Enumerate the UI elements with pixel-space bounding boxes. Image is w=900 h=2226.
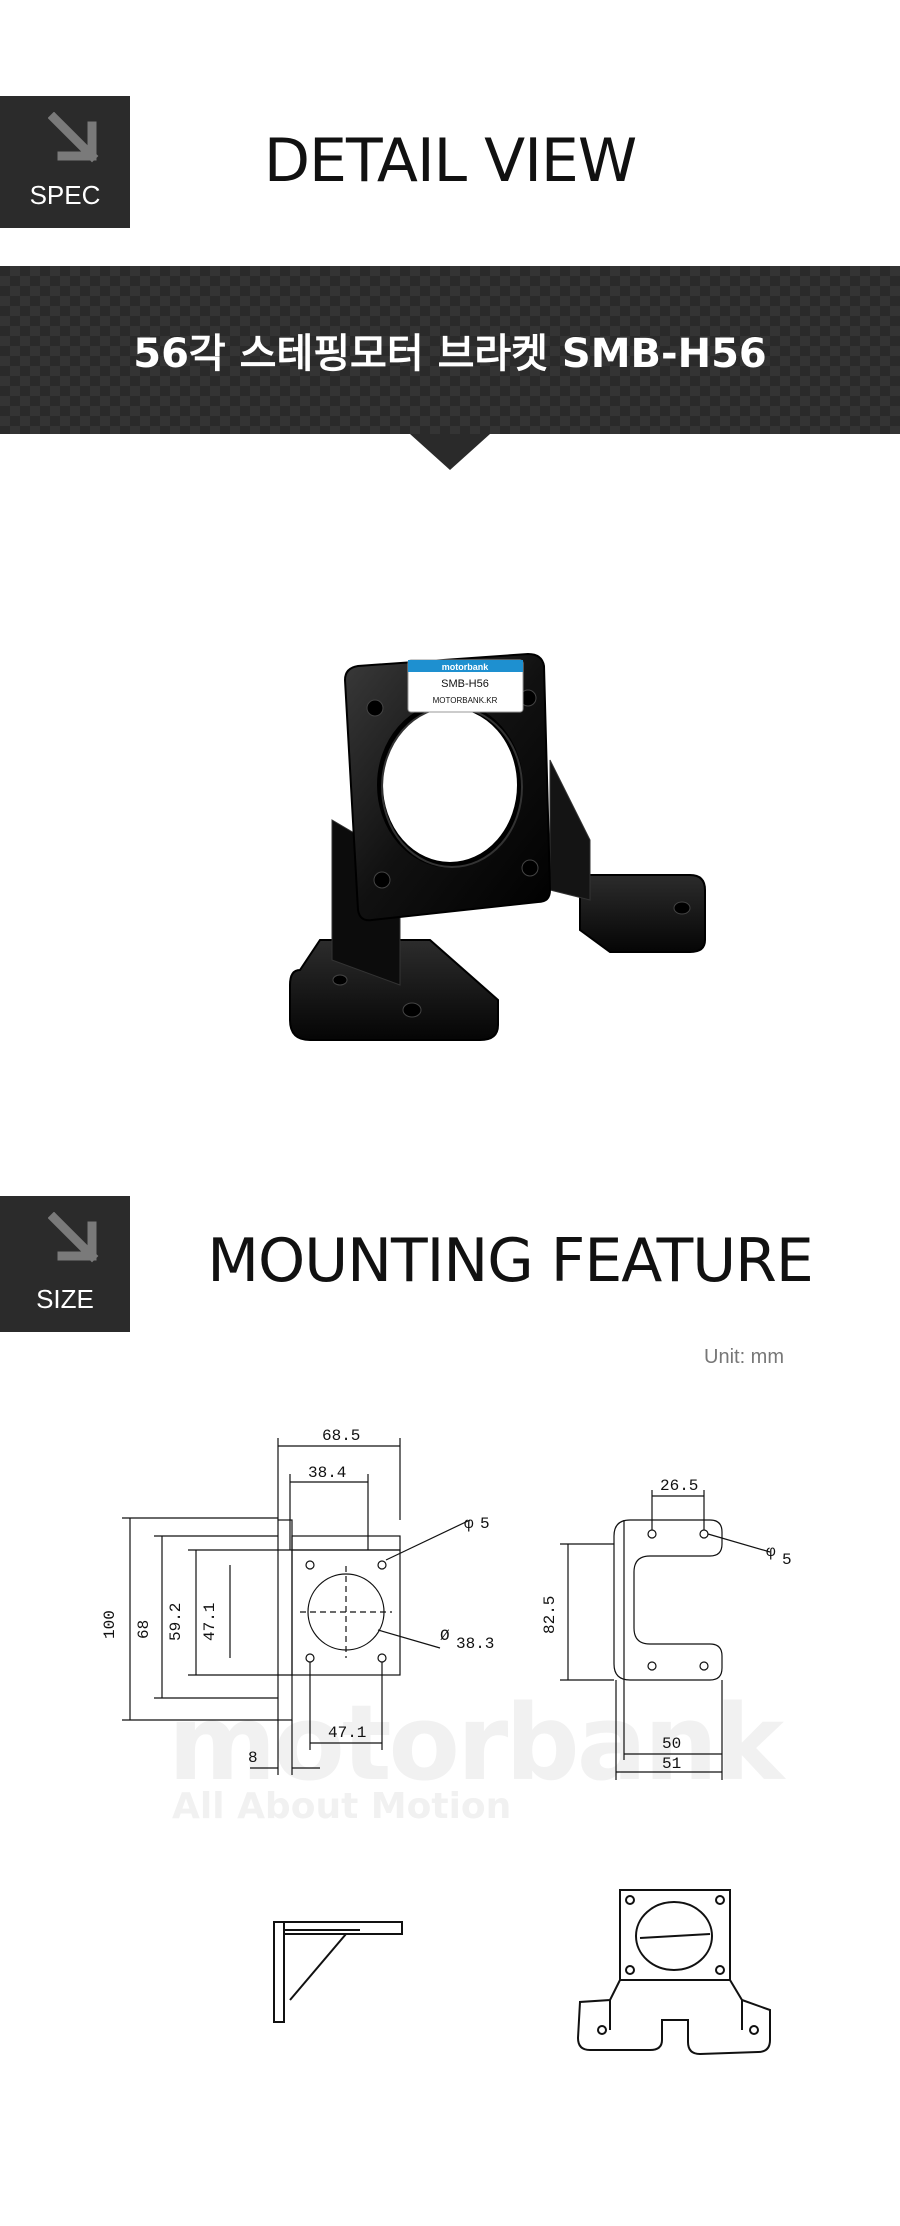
dim-height-total: 100 — [101, 1610, 119, 1639]
product-title: 56각 스테핑모터 브라켓 SMB-H56 — [133, 331, 767, 377]
dim-thickness: 8 — [248, 1749, 258, 1767]
dim-bore-height: 59.2 — [167, 1603, 185, 1641]
dim-hole-offset: 38.4 — [308, 1464, 346, 1482]
product-photo: motorbank SMB-H56 MOTORBANK.KR — [289, 652, 706, 1041]
side-dim-hole-dia: 5 — [782, 1551, 792, 1569]
side-dimension-drawing: 26.5 φ 5 82.5 50 51 — [541, 1477, 792, 1780]
side-dim-base-outer: 51 — [662, 1755, 681, 1773]
label-site: MOTORBANK.KR — [433, 696, 498, 705]
dim-width-total: 68.5 — [322, 1427, 360, 1445]
label-brand: motorbank — [442, 662, 489, 672]
detail-view-title: DETAIL VIEW — [263, 126, 637, 196]
side-dim-top-width: 26.5 — [660, 1477, 698, 1495]
side-dim-height: 82.5 — [541, 1596, 559, 1634]
arrow-down-right-icon — [48, 112, 99, 163]
dim-hole-dia: 5 — [480, 1515, 490, 1533]
watermark-brand: motorbank — [168, 1682, 784, 1804]
front-dimension-drawing: 68.5 38.4 φ 5 Ø 38.3 100 68 59.2 47.1 47… — [101, 1427, 494, 1775]
mounting-feature-title: MOUNTING FEATURE — [207, 1226, 814, 1296]
watermark-tagline: All About Motion — [172, 1786, 512, 1827]
size-badge: SIZE — [0, 1196, 130, 1332]
phi-symbol: φ — [464, 1515, 474, 1533]
spec-badge-label: SPEC — [29, 180, 101, 210]
dim-bore-dia: 38.3 — [456, 1635, 494, 1653]
dim-hole-spacing: 47.1 — [201, 1603, 219, 1641]
dim-height-plate: 68 — [135, 1620, 153, 1639]
side-phi-symbol: φ — [766, 1543, 776, 1561]
product-banner: 56각 스테핑모터 브라켓 SMB-H56 — [0, 266, 900, 434]
label-model: SMB-H56 — [441, 678, 489, 690]
side-profile-sketch — [273, 1921, 403, 2023]
banner-notch — [410, 434, 490, 470]
product-label-sticker: motorbank SMB-H56 MOTORBANK.KR — [407, 659, 524, 713]
spec-badge: SPEC — [0, 96, 130, 228]
isometric-sketch — [576, 1889, 771, 2056]
arrow-down-right-icon — [48, 1212, 99, 1263]
dim-hole-spacing-h: 47.1 — [328, 1724, 366, 1742]
unit-label: Unit: mm — [704, 1346, 784, 1368]
size-badge-label: SIZE — [36, 1284, 94, 1314]
side-dim-base-inner: 50 — [662, 1735, 681, 1753]
diameter-symbol: Ø — [440, 1627, 450, 1645]
